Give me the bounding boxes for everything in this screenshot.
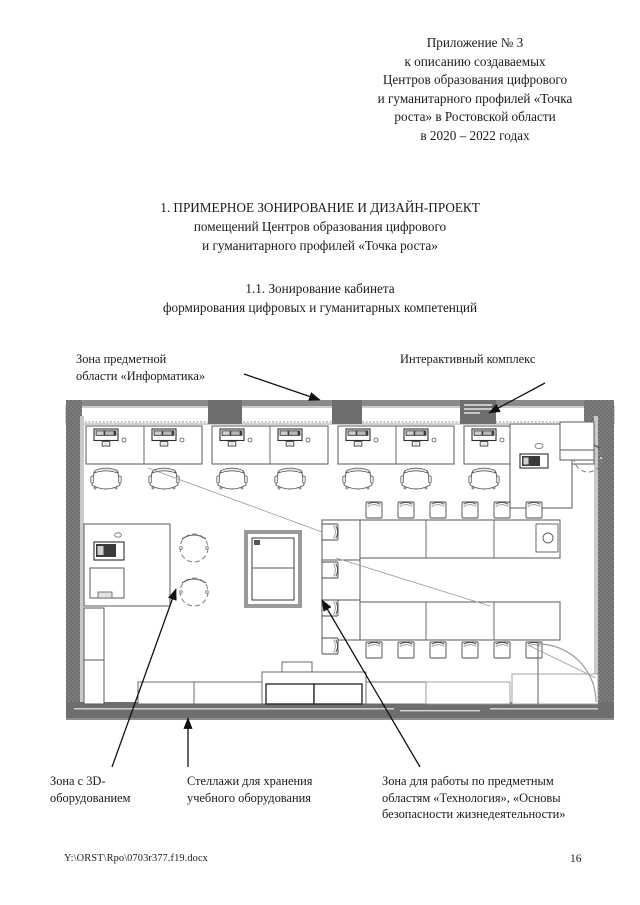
callout-3d-line-2: оборудованием [50, 790, 131, 805]
header-line-3: Центров образования цифрового [382, 72, 568, 87]
callout-label-technology-zone: Зона для работы по предметным областям «… [382, 773, 622, 823]
callout-label-storage-shelves: Стеллажи для хранения учебного оборудова… [187, 773, 362, 806]
callout-technology-line-2: областям «Технология», «Основы [382, 790, 561, 805]
callout-label-informatics-zone: Зона предметной области «Информатика» [76, 351, 266, 384]
subsection-heading: 1.1. Зонирование кабинета формирования ц… [40, 279, 600, 317]
section-heading-line-1: 1. ПРИМЕРНОЕ ЗОНИРОВАНИЕ И ДИЗАЙН-ПРОЕКТ [160, 200, 480, 215]
floor-plan-drawing [65, 400, 615, 720]
footer-file-path: Y:\ORST\Rpo\0703r377.f19.docx [64, 853, 208, 864]
conference-tables [321, 519, 561, 641]
header-line-5: роста» в Ростовской области [394, 109, 556, 124]
entrance-door [511, 643, 599, 705]
three-d-printer [244, 530, 302, 608]
callout-informatics-line-1: Зона предметной [76, 352, 167, 366]
footer-page-number: 16 [570, 852, 582, 865]
subsection-heading-line-1: 1.1. Зонирование кабинета [245, 281, 395, 296]
section-heading-line-3: и гуманитарного профилей «Точка роста» [202, 238, 438, 253]
callout-3d-line-1: Зона с 3D- [50, 774, 106, 788]
callout-informatics-line-2: области «Информатика» [76, 368, 206, 383]
callout-label-3d-zone: Зона с 3D- оборудованием [50, 773, 185, 806]
subsection-heading-line-2: формирования цифровых и гуманитарных ком… [162, 300, 478, 315]
header-line-6: в 2020 – 2022 годах [420, 127, 530, 143]
three-d-chair-2 [179, 577, 209, 607]
plan-leader-lines [147, 467, 597, 679]
header-line-1: Приложение № 3 [426, 35, 524, 50]
callout-shelves-line-1: Стеллажи для хранения [187, 774, 313, 788]
workstation-chairs [90, 467, 558, 490]
three-d-chair-1 [179, 533, 209, 563]
interactive-complex-board [460, 400, 496, 418]
section-heading-line-2: помещений Центров образования цифрового [193, 219, 447, 234]
section-heading: 1. ПРИМЕРНОЕ ЗОНИРОВАНИЕ И ДИЗАЙН-ПРОЕКТ… [40, 198, 600, 255]
conference-chairs-bottom [365, 641, 543, 659]
appendix-header: Приложение № 3 к описанию создаваемых Це… [350, 34, 600, 145]
storage-shelves [137, 661, 511, 705]
callout-label-interactive-complex: Интерактивный комплекс [400, 351, 620, 368]
callout-shelves-line-2: учебного оборудования [187, 790, 311, 805]
callout-technology-line-3: безопасности жизнедеятельности» [382, 807, 566, 821]
header-line-2: к описанию создаваемых [404, 53, 546, 69]
teacher-desk [509, 421, 603, 509]
callout-interactive-line-1: Интерактивный комплекс [400, 352, 536, 366]
callout-technology-line-1: Зона для работы по предметным [382, 774, 554, 788]
header-line-4: и гуманитарного профилей «Точка [377, 90, 573, 106]
three-d-zone [83, 523, 302, 705]
